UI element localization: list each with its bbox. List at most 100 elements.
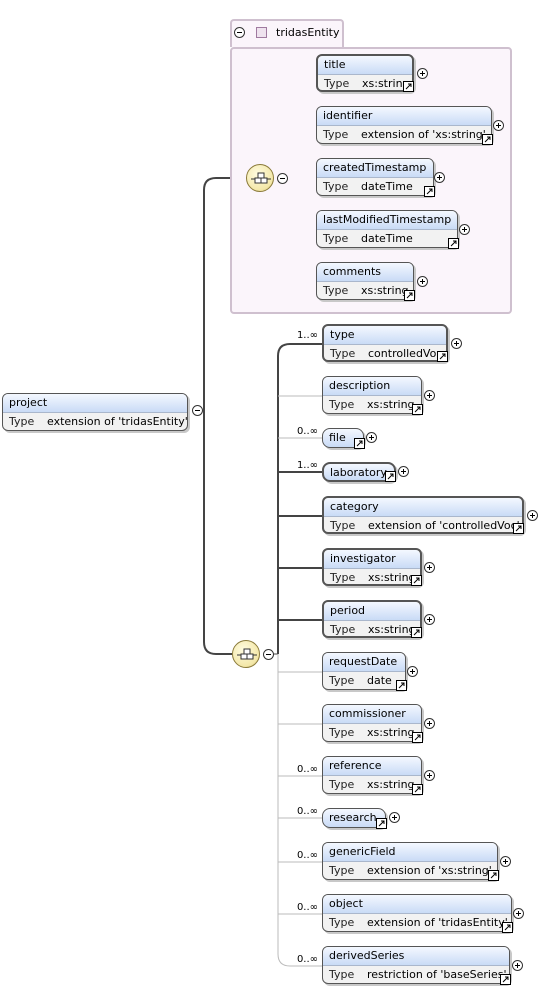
collapse-group-icon[interactable] (234, 27, 245, 38)
type-link-icon[interactable] (513, 523, 524, 534)
expand-icon[interactable] (500, 856, 511, 867)
type-label: Type (323, 128, 349, 141)
element-laboratory[interactable]: laboratory (322, 462, 396, 482)
sequence-compositor-icon[interactable] (246, 164, 274, 192)
expand-icon[interactable] (513, 908, 524, 919)
type-link-icon[interactable] (482, 134, 493, 145)
sequence-compositor-icon[interactable] (232, 640, 260, 668)
group-tab-tridasentity: tridasEntity (230, 19, 344, 47)
expand-icon[interactable] (527, 510, 538, 521)
type-value: extension of 'tridasEntity' (47, 415, 188, 428)
type-label: Type (323, 180, 349, 193)
type-link-icon[interactable] (403, 81, 414, 92)
type-link-icon[interactable] (448, 238, 459, 249)
type-label: Type (329, 916, 355, 929)
type-link-icon[interactable] (354, 438, 365, 449)
type-link-icon[interactable] (385, 471, 396, 482)
expand-icon[interactable] (424, 562, 435, 573)
element-derivedseries[interactable]: derivedSeries Type restriction of 'baseSe… (322, 946, 511, 985)
type-link-icon[interactable] (412, 784, 423, 795)
type-link-icon[interactable] (437, 351, 448, 362)
collapse-sequence-icon[interactable] (263, 649, 274, 660)
expand-icon[interactable] (424, 614, 435, 625)
element-name: title (318, 56, 412, 75)
type-link-icon[interactable] (376, 818, 387, 829)
type-link-icon[interactable] (404, 290, 415, 301)
expand-icon[interactable] (512, 960, 523, 971)
expand-icon[interactable] (459, 224, 470, 235)
element-name: identifier (317, 107, 491, 126)
type-link-icon[interactable] (424, 186, 435, 197)
type-label: Type (324, 77, 350, 90)
element-name: derivedSeries (323, 947, 509, 966)
element-name: period (324, 602, 420, 621)
type-link-icon[interactable] (412, 732, 423, 743)
expand-icon[interactable] (493, 120, 504, 131)
collapse-sequence-icon[interactable] (277, 173, 288, 184)
type-link-icon[interactable] (411, 575, 422, 586)
expand-icon[interactable] (389, 812, 400, 823)
type-value: xs:string (367, 398, 415, 411)
type-link-icon[interactable] (502, 922, 513, 933)
type-link-icon[interactable] (412, 404, 423, 415)
type-label: Type (329, 968, 355, 981)
type-label: Type (329, 398, 355, 411)
type-link-icon[interactable] (411, 627, 422, 638)
element-type-row: Type restriction of 'baseSeries' (323, 966, 509, 983)
element-file[interactable]: file (322, 428, 365, 449)
type-value: controlledVoc (368, 347, 443, 360)
type-label: Type (323, 284, 349, 297)
expand-icon[interactable] (417, 68, 428, 79)
element-name: investigator (324, 550, 420, 569)
expand-icon[interactable] (424, 390, 435, 401)
expand-icon[interactable] (434, 172, 445, 183)
expand-icon[interactable] (424, 770, 435, 781)
element-type-row: Type extension of 'tridasEntity' (323, 914, 511, 931)
expand-icon[interactable] (417, 276, 428, 287)
element-name: project (3, 394, 187, 413)
collapse-root-icon[interactable] (192, 405, 203, 416)
type-value: extension of 'tridasEntity' (367, 916, 508, 929)
type-value: xs:string (367, 778, 415, 791)
type-label: Type (330, 571, 356, 584)
expand-icon[interactable] (451, 338, 462, 349)
type-label: Type (323, 232, 349, 245)
expand-icon[interactable] (366, 432, 377, 443)
element-name: laboratory (330, 466, 387, 479)
element-object[interactable]: object Type extension of 'tridasEntity' (322, 894, 513, 933)
type-label: Type (330, 347, 356, 360)
element-research[interactable]: research (322, 808, 387, 829)
type-link-icon[interactable] (488, 870, 499, 881)
expand-icon[interactable] (424, 718, 435, 729)
type-link-icon[interactable] (500, 974, 511, 985)
type-value: restriction of 'baseSeries' (367, 968, 507, 981)
expand-icon[interactable] (398, 466, 409, 477)
expand-icon[interactable] (407, 666, 418, 677)
type-link-icon[interactable] (396, 680, 407, 691)
element-name: genericField (323, 843, 497, 862)
element-name: object (323, 895, 511, 914)
element-name: reference (323, 757, 421, 776)
